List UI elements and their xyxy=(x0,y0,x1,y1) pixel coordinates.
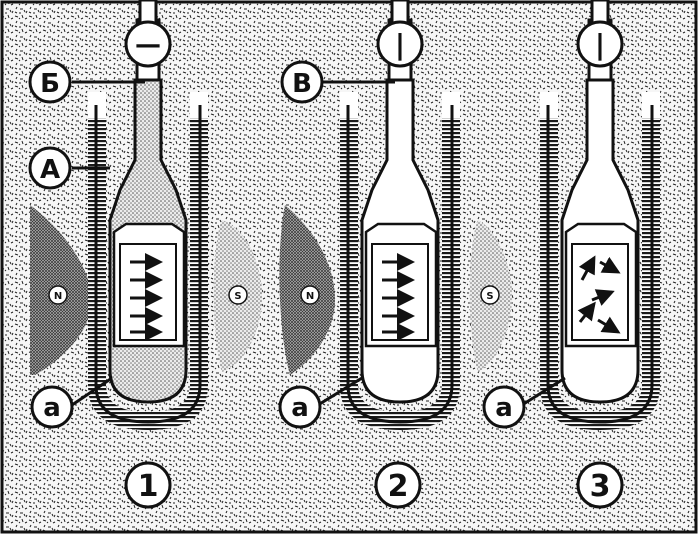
meter-1: — xyxy=(124,20,172,68)
label-a-3: а xyxy=(482,385,526,429)
svg-text:3: 3 xyxy=(590,469,611,504)
meter-3-reading: | xyxy=(595,28,605,61)
svg-text:А: А xyxy=(40,155,60,185)
dewar-wall-2 xyxy=(340,92,460,430)
label-v: В xyxy=(280,60,324,104)
svg-text:1: 1 xyxy=(138,469,159,504)
svg-text:S: S xyxy=(486,291,493,302)
label-a-capital: А xyxy=(28,146,72,190)
label-b: Б xyxy=(28,60,72,104)
spin-arrows-random-3 xyxy=(577,255,621,334)
label-a-1: а xyxy=(30,385,74,429)
meter-2-reading: | xyxy=(395,28,405,61)
meter-1-reading: — xyxy=(135,30,161,60)
spin-arrows-aligned-2 xyxy=(382,253,415,341)
svg-text:В: В xyxy=(292,69,312,99)
svg-text:S: S xyxy=(234,291,241,302)
panel-number-2: 2 xyxy=(374,461,422,509)
svg-text:а: а xyxy=(495,393,513,423)
svg-text:а: а xyxy=(43,393,61,423)
spin-arrows-aligned-1 xyxy=(130,253,163,341)
pole-label-n-1: N xyxy=(48,285,68,305)
pole-label-s-2: S xyxy=(480,285,500,305)
pole-label-s-1: S xyxy=(228,285,248,305)
leader-lines xyxy=(71,80,566,407)
meter-3: | xyxy=(576,20,624,68)
dewar-wall-1 xyxy=(88,92,208,430)
svg-text:N: N xyxy=(54,291,62,302)
label-a-2: а xyxy=(278,385,322,429)
svg-text:а: а xyxy=(291,393,309,423)
panel-number-1: 1 xyxy=(124,461,172,509)
pole-label-n-2: N xyxy=(300,285,320,305)
svg-text:2: 2 xyxy=(388,469,409,504)
meter-2: | xyxy=(376,20,424,68)
svg-text:N: N xyxy=(306,291,314,302)
dewar-wall-3 xyxy=(540,92,660,430)
svg-text:Б: Б xyxy=(40,69,60,99)
vessel-2 xyxy=(340,0,460,430)
panel-number-3: 3 xyxy=(576,461,624,509)
